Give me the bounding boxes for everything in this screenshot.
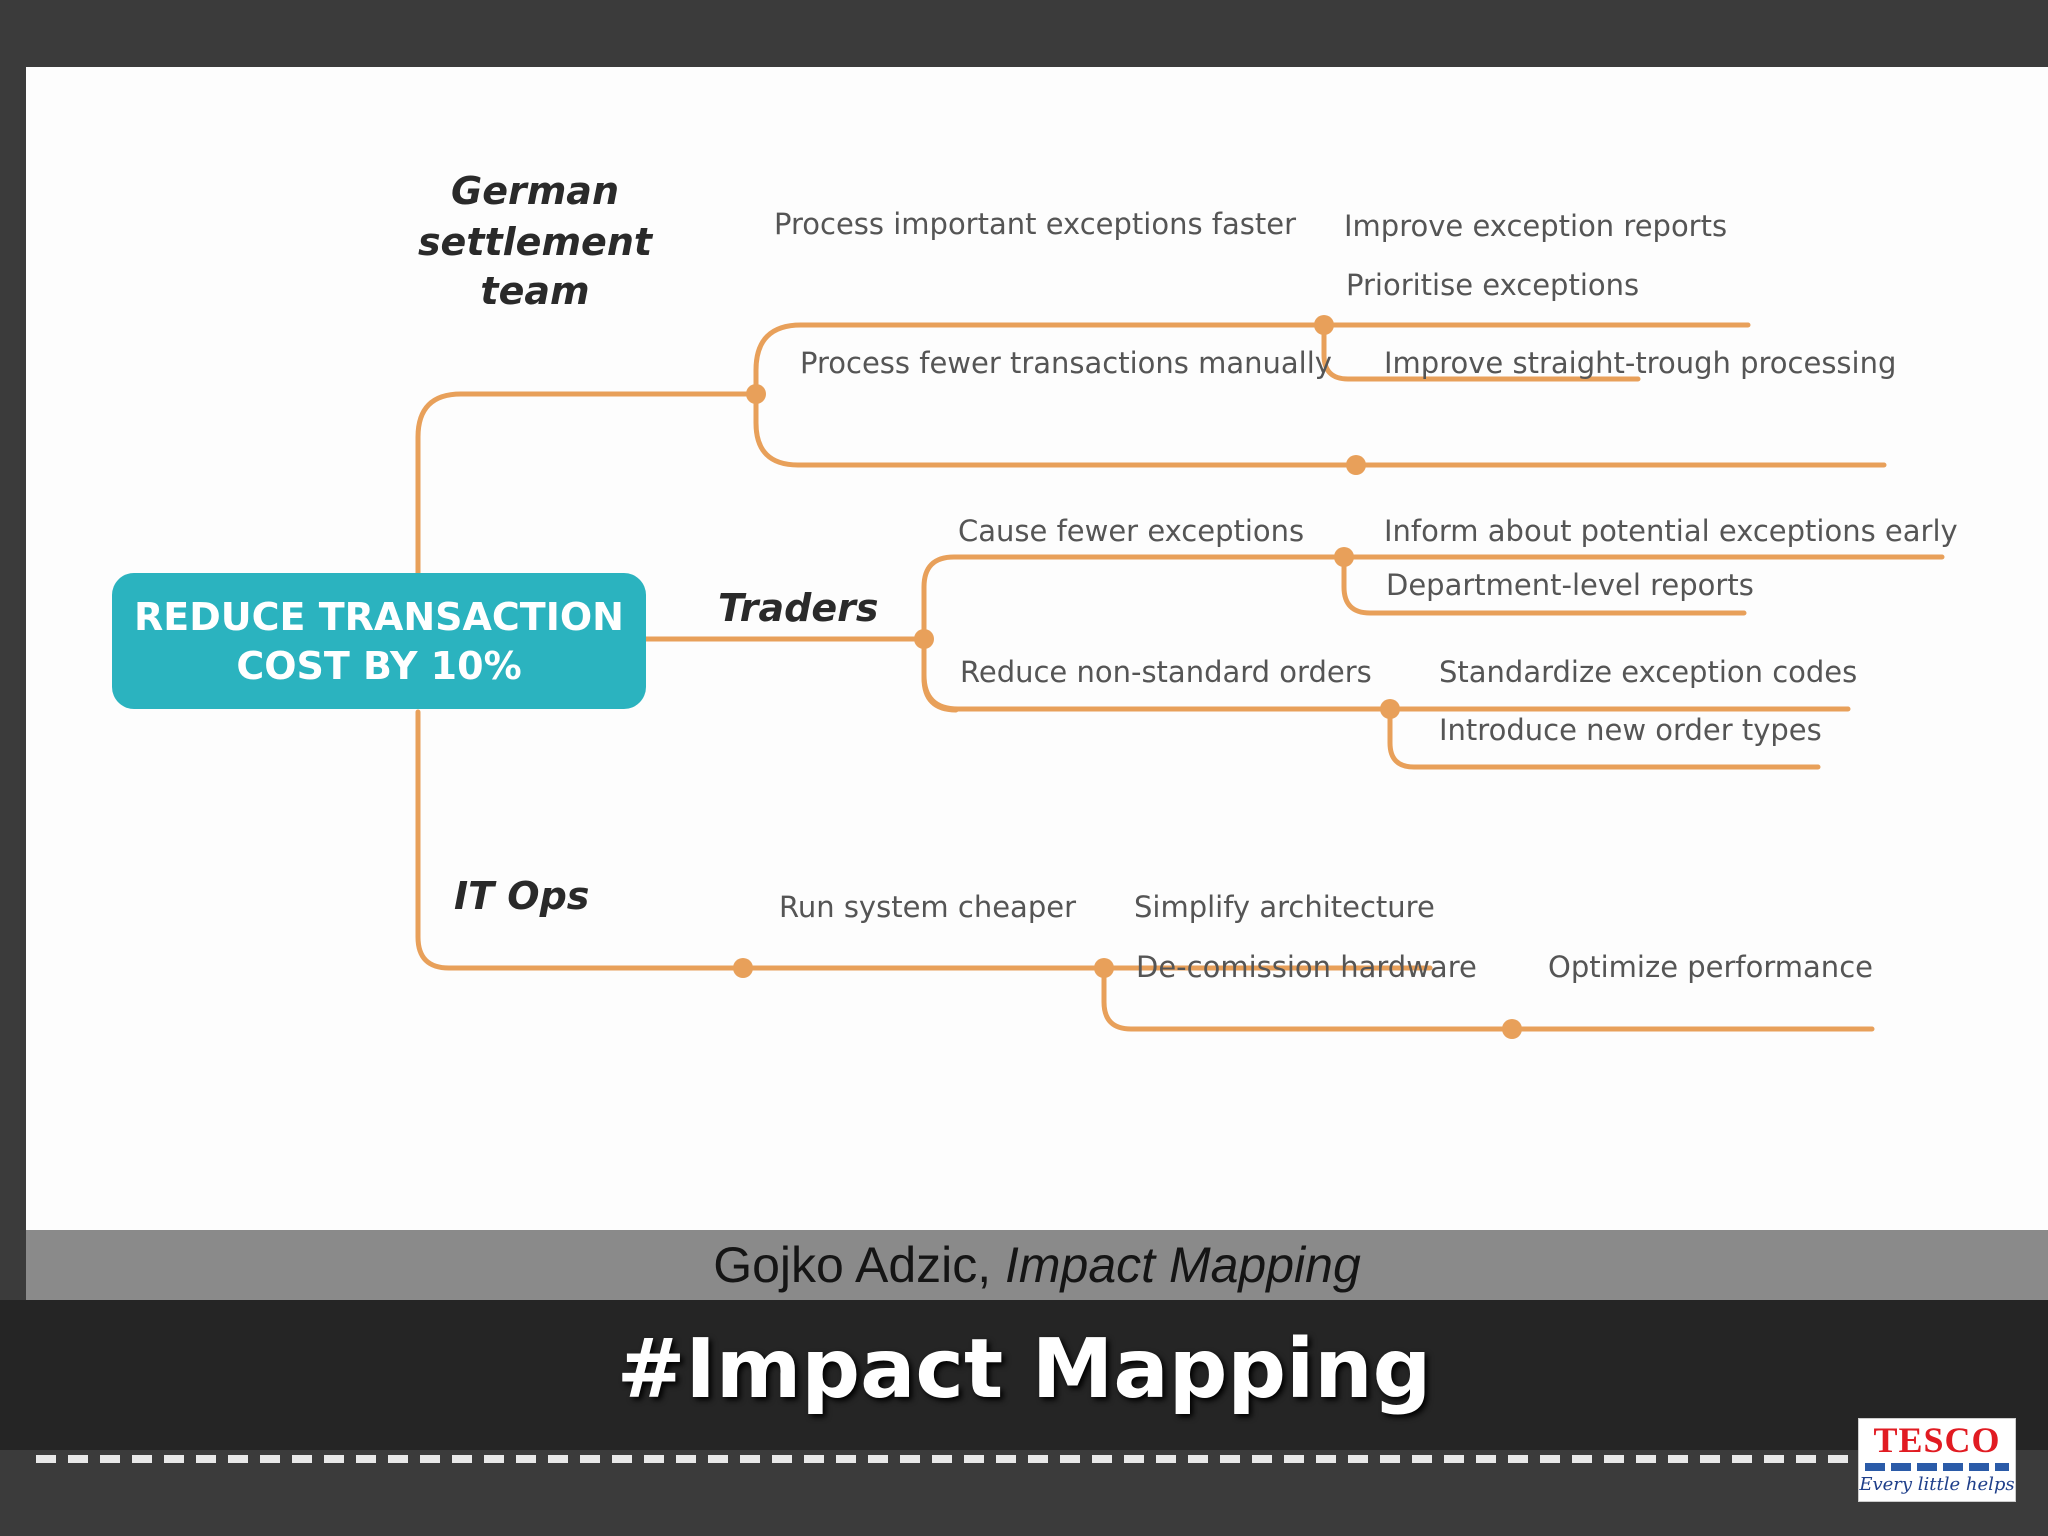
actor-german-line3: team — [480, 269, 589, 313]
edge-german-impact2 — [753, 391, 1359, 468]
caption-band — [26, 1230, 2048, 1300]
edge-t-impact2-d2 — [1387, 706, 1821, 770]
dot-german-branch — [746, 384, 766, 404]
logo-wordmark: TESCO — [1873, 1420, 2001, 1460]
impact-map-diagram: REDUCE TRANSACTION COST BY 10% German se… — [112, 169, 1958, 1039]
goal-label-line1: REDUCE TRANSACTION — [134, 595, 624, 639]
deliverable-german-2a: Improve straight-trough processing — [1384, 346, 1896, 380]
edge-goal-itops — [415, 709, 746, 971]
deliverable-german-1a: Improve exception reports — [1344, 209, 1727, 243]
dot-impact1-branch — [1314, 315, 1334, 335]
dot-t-impact1-branch — [1334, 547, 1354, 567]
slide-title: #Impact Mapping — [616, 1322, 1432, 1417]
dashed-divider — [36, 1455, 1856, 1463]
tesco-logo: TESCO Every little helps — [1858, 1418, 2016, 1502]
deliverable-traders-2a: Standardize exception codes — [1439, 655, 1857, 689]
edge-t-impact1-d2 — [1341, 554, 1747, 616]
deliverable-itops-1b: De-comission hardware — [1136, 950, 1477, 984]
dot-itops-branch — [733, 958, 753, 978]
dot-traders-branch — [914, 629, 934, 649]
impact-german-2: Process fewer transactions manually — [800, 346, 1332, 380]
goal-box — [112, 573, 646, 709]
edge-impact1-d2 — [1321, 322, 1641, 382]
dot-i-impact1-branch — [1094, 958, 1114, 978]
impact-traders-1: Cause fewer exceptions — [958, 514, 1304, 548]
deliverable-traders-2b: Introduce new order types — [1439, 713, 1822, 747]
slide-canvas: REDUCE TRANSACTION COST BY 10% German se… — [26, 67, 2048, 1300]
deliverable-itops-1a: Simplify architecture — [1134, 890, 1435, 924]
actor-traders: Traders — [718, 586, 878, 630]
edge-i-impact1-d2 — [1101, 965, 1515, 1032]
dot-t-impact2-branch — [1380, 699, 1400, 719]
deliverable-german-1b: Prioritise exceptions — [1346, 268, 1639, 302]
caption-author: Gojko Adzic, — [713, 1237, 1006, 1293]
impact-itops-1: Run system cheaper — [779, 890, 1076, 924]
dot-i-d2-branch — [1502, 1019, 1522, 1039]
actor-itops: IT Ops — [454, 874, 589, 918]
edge-german-impact1 — [753, 322, 1327, 397]
edge-goal-german — [415, 391, 759, 643]
dot-impact2-branch — [1346, 455, 1366, 475]
deliverable-itops-sub: Optimize performance — [1548, 950, 1873, 984]
logo-tagline: Every little helps — [1859, 1474, 2015, 1495]
caption-work: Impact Mapping — [1005, 1237, 1361, 1293]
actor-german-line1: German — [451, 169, 619, 213]
connector-lines — [415, 322, 1945, 1032]
deliverable-traders-1a: Inform about potential exceptions early — [1384, 514, 1958, 548]
source-caption: Gojko Adzic, Impact Mapping — [26, 1230, 2048, 1300]
impact-german-1: Process important exceptions faster — [774, 207, 1296, 241]
impact-traders-2: Reduce non-standard orders — [960, 655, 1372, 689]
actor-german-line2: settlement — [418, 220, 654, 264]
title-band — [0, 1300, 2048, 1450]
logo-stripes — [1865, 1463, 2009, 1471]
edge-traders-link — [921, 636, 959, 713]
deliverable-traders-1b: Department-level reports — [1386, 568, 1754, 602]
branch-dots — [733, 315, 1522, 1039]
edge-traders-impact1 — [921, 554, 1347, 642]
goal-label-line2: COST BY 10% — [236, 644, 521, 688]
